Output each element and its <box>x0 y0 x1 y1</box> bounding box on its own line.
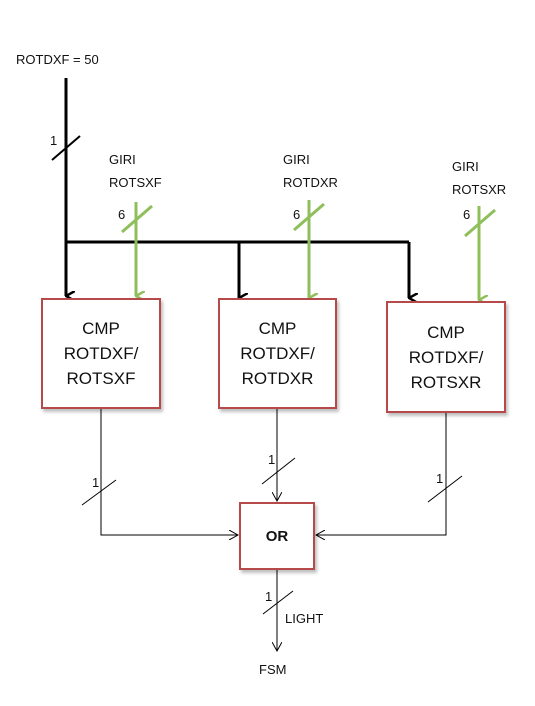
or-gate-box: OR <box>239 502 315 570</box>
input-label: ROTDXF = 50 <box>16 52 99 67</box>
input-bus-slash <box>51 135 81 161</box>
cmp-box-3: CMP ROTDXF/ ROTSXR <box>386 301 506 413</box>
cmp1-output-slash <box>81 479 117 506</box>
cmp-box-2: CMP ROTDXF/ ROTDXR <box>218 298 337 409</box>
output-signal-label: LIGHT <box>285 611 324 626</box>
cmp-3-line3: ROTSXR <box>410 372 482 392</box>
or-output-width: 1 <box>265 589 273 604</box>
or-output-slash <box>262 590 294 615</box>
cmp-2-line1: CMP <box>258 319 297 338</box>
giri-label-1: GIRI <box>109 152 136 167</box>
cmp2-output-slash <box>261 457 296 485</box>
cmp-1-line1: CMP <box>82 319 120 338</box>
giri-width-1: 6 <box>118 207 126 222</box>
cmp3-output-wire <box>316 413 447 535</box>
cmp-box-1: CMP ROTDXF/ ROTSXF <box>41 298 161 409</box>
reg-label-2: ROTDXR <box>283 175 338 190</box>
reg-label-1: ROTSXF <box>109 175 162 190</box>
cmp3-output-slash <box>427 475 463 503</box>
output-destination-label: FSM <box>259 662 287 677</box>
cmp-1-line2: ROTDXF/ <box>63 344 139 363</box>
cmp1-output-wire <box>100 408 238 535</box>
giri-width-2: 6 <box>293 207 301 222</box>
cmp-3-line1: CMP <box>427 322 465 342</box>
or-gate-label: OR <box>265 527 289 545</box>
giri-label-2: GIRI <box>283 152 310 167</box>
input-width-label: 1 <box>50 133 58 148</box>
giri-label-3: GIRI <box>452 159 479 174</box>
cmp-3-line2: ROTDXF/ <box>408 347 484 367</box>
giri-slash-3 <box>464 208 496 238</box>
cmp2-output-width: 1 <box>268 452 276 467</box>
cmp-2-line3: ROTDXR <box>241 369 314 388</box>
giri-width-3: 6 <box>463 207 471 222</box>
cmp-1-line3: ROTSXF <box>66 369 136 388</box>
giri-slash-2 <box>293 202 325 232</box>
cmp-2-line2: ROTDXF/ <box>240 344 315 363</box>
reg-label-3: ROTSXR <box>452 182 507 197</box>
cmp1-output-width: 1 <box>92 475 100 490</box>
cmp3-output-width: 1 <box>436 471 444 486</box>
giri-slash-1 <box>121 204 153 234</box>
